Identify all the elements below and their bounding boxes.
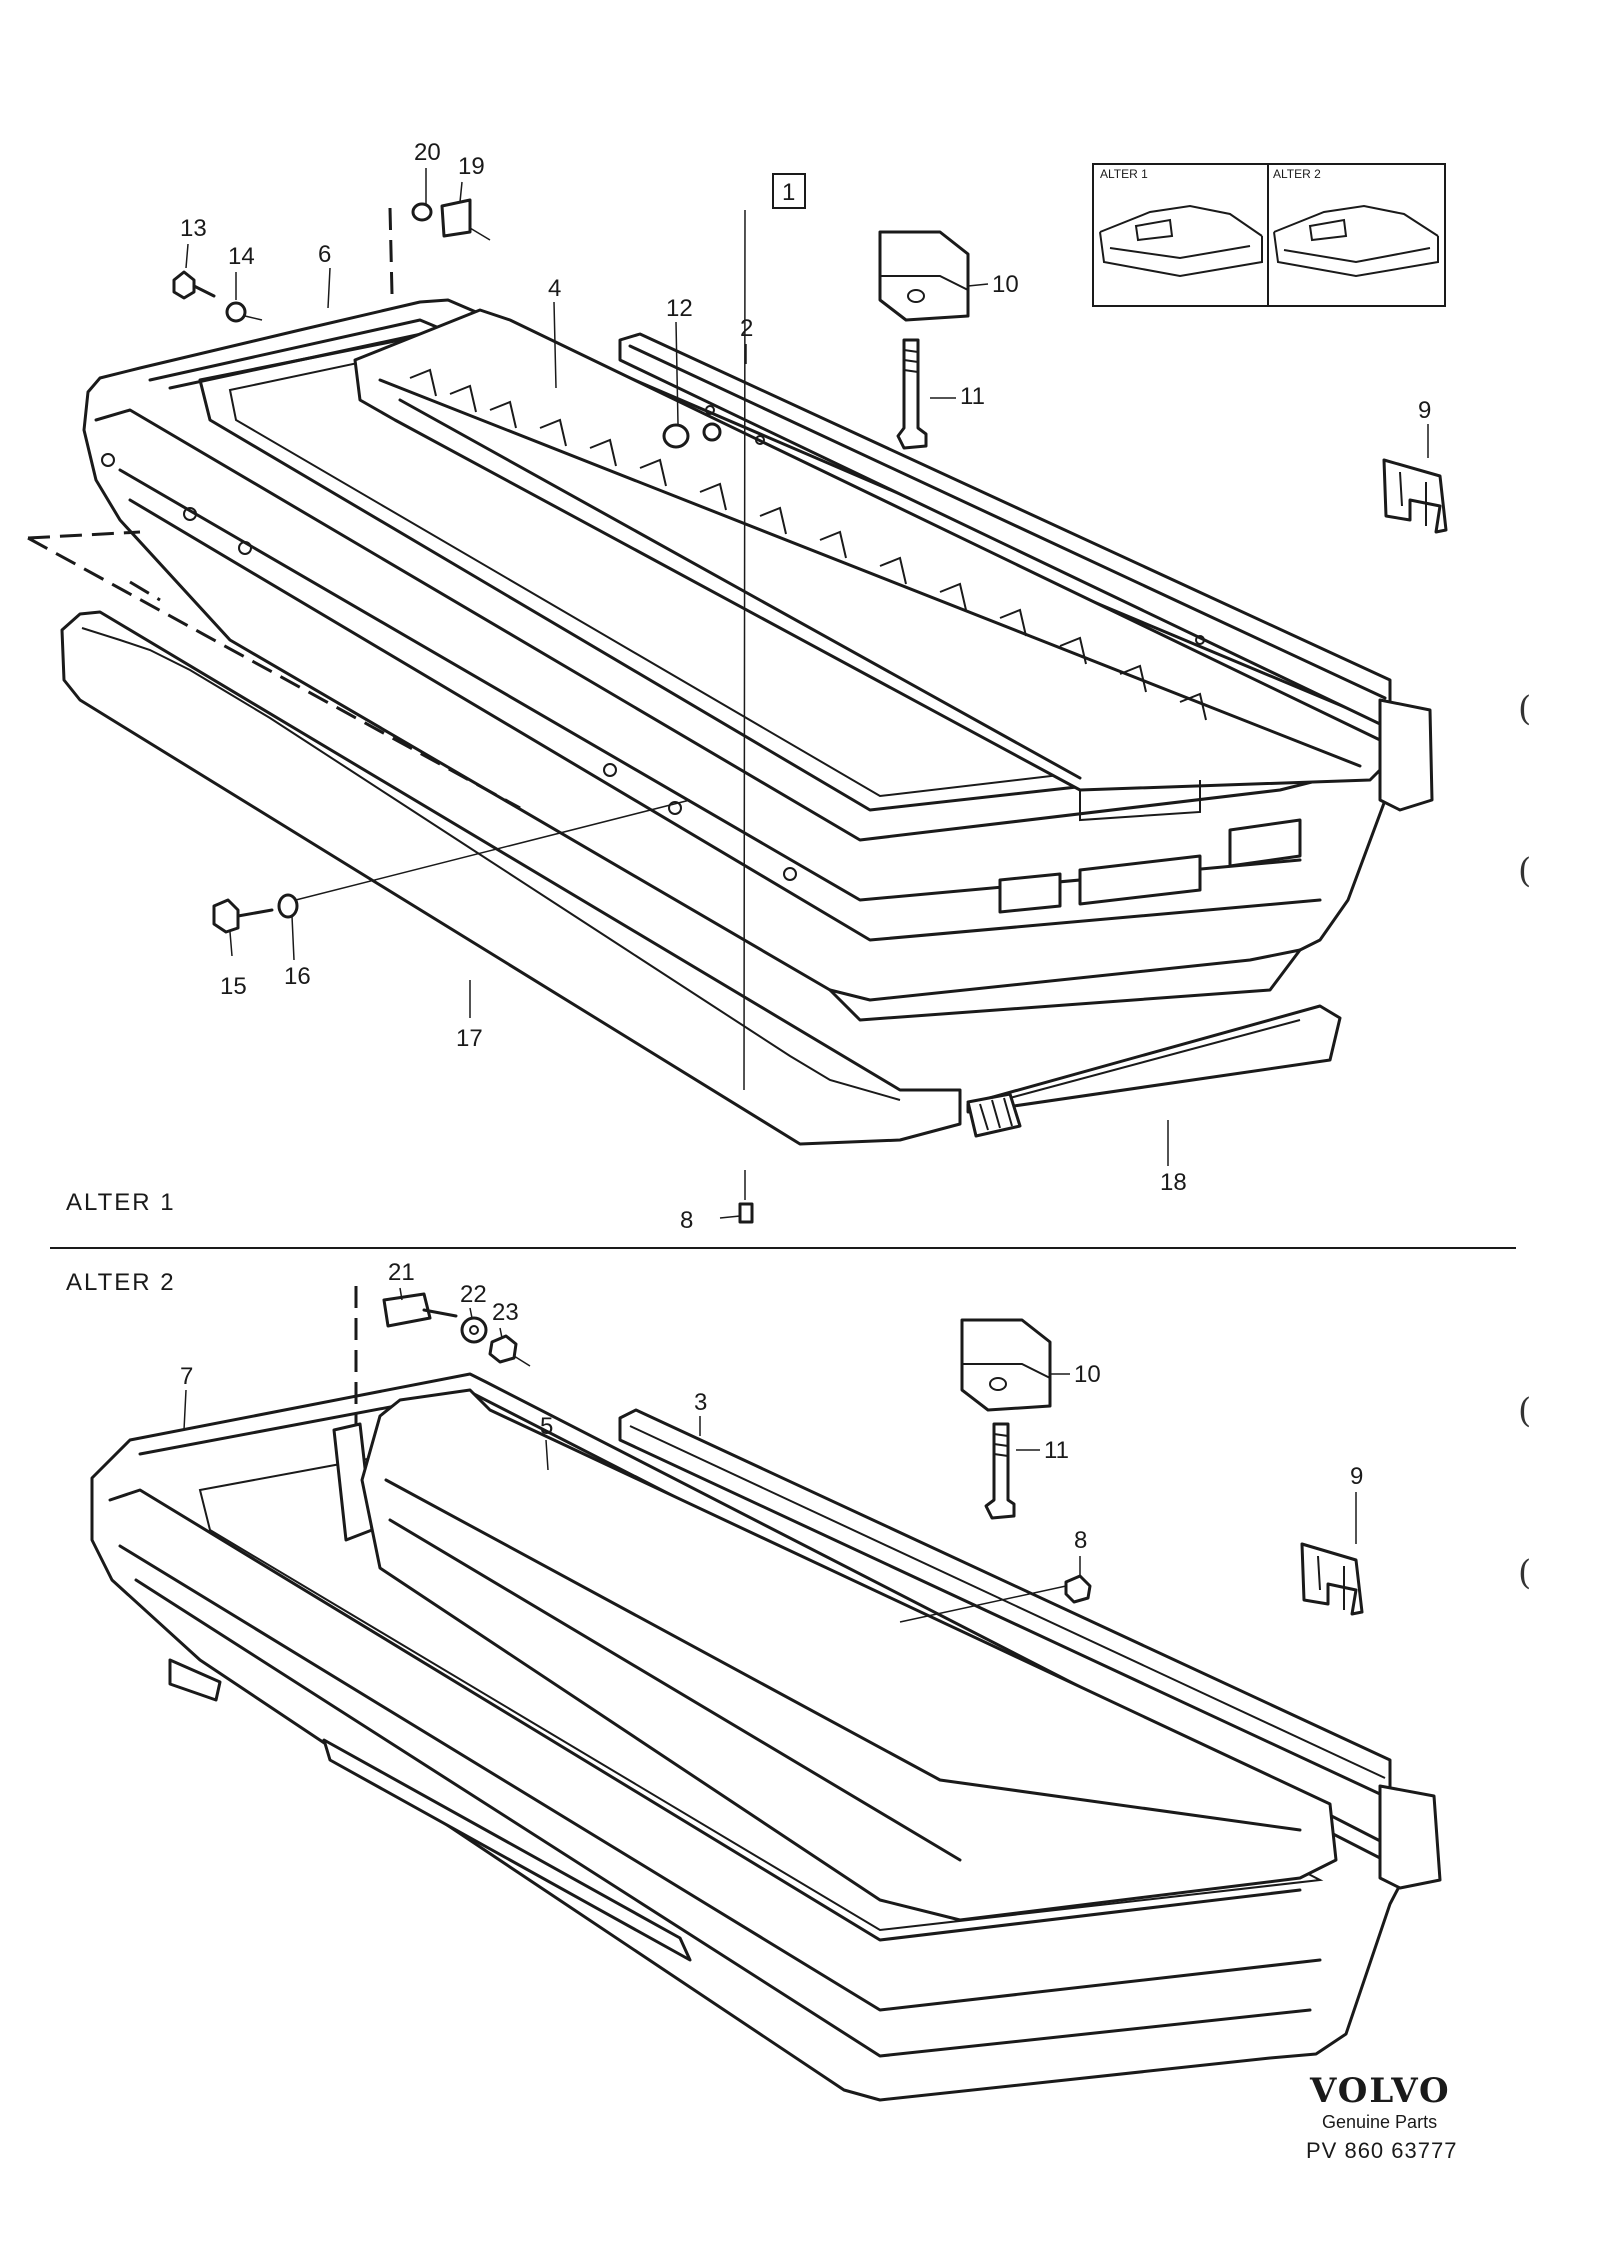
washer-20: [411, 202, 433, 222]
callout-19: 19: [458, 153, 485, 180]
callout-17: 17: [456, 1025, 483, 1052]
bolt-11b: [984, 1422, 1016, 1520]
callout-11a: 11: [960, 383, 985, 410]
clip-9b: [1300, 1542, 1364, 1616]
rail-2: [618, 332, 1434, 812]
callouts-alter1: 20 19 13 14 6 4 12 2 10 11 9 15 16 17 18…: [180, 139, 1431, 1234]
brand-tagline: Genuine Parts: [1322, 2112, 1437, 2132]
brand-logo: VOLVO: [1309, 2071, 1451, 2111]
alter1-assembly: 1 ALTER 1 ALTER 2: [27, 139, 1448, 1234]
washer-16: [277, 893, 299, 919]
callout-8a: 8: [680, 1207, 693, 1234]
section-label-alter1: ALTER 1: [66, 1189, 176, 1216]
callout-7: 7: [180, 1363, 193, 1390]
part-code: PV 860 63777: [1306, 2138, 1457, 2163]
svg-text:(: (: [1518, 1391, 1531, 1431]
bracket-10b: [960, 1318, 1052, 1412]
callout-16: 16: [284, 963, 311, 990]
callouts-alter2: 21 22 23 7 5 3 10 11 8 9: [180, 1259, 1363, 1576]
washer-22: [460, 1316, 488, 1344]
washer-14: [225, 301, 263, 323]
section-label-alter2: ALTER 2: [66, 1269, 176, 1296]
rail-3: [618, 1408, 1442, 1890]
clip-21: [382, 1292, 458, 1328]
fastener-13: [172, 270, 216, 300]
callout-11b: 11: [1044, 1437, 1069, 1464]
absorber-4: [353, 308, 1392, 822]
screw-8b: [1064, 1574, 1092, 1604]
inset-label-alter1: ALTER 1: [1100, 167, 1148, 181]
brand-block: VOLVO Genuine Parts PV 860 63777: [1306, 2071, 1457, 2163]
side-strip-18: [966, 1004, 1342, 1138]
box-label: 1: [782, 179, 795, 206]
inset-label-alter2: ALTER 2: [1273, 167, 1321, 181]
callout-10a: 10: [992, 271, 1019, 298]
nut-23: [488, 1334, 531, 1367]
svg-text:(: (: [1518, 689, 1531, 729]
screw-15: [212, 898, 274, 934]
absorber-5: [360, 1388, 1338, 1922]
lower-strip-17: [60, 610, 962, 1146]
callout-23: 23: [492, 1299, 519, 1326]
callout-5: 5: [540, 1413, 553, 1440]
nut-12: [662, 422, 722, 449]
callout-9a: 9: [1418, 397, 1431, 424]
callout-8b: 8: [1074, 1527, 1087, 1554]
callout-6: 6: [318, 241, 331, 268]
alter2-assembly: 21 22 23 7 5 3 10 11 8 9: [90, 1259, 1442, 2102]
section-box: [772, 173, 806, 209]
bolt-11a: [896, 338, 928, 450]
svg-text:(: (: [1518, 851, 1531, 891]
callout-10b: 10: [1074, 1361, 1101, 1388]
callout-12: 12: [666, 295, 693, 322]
callout-13: 13: [180, 215, 207, 242]
callout-22: 22: [460, 1281, 487, 1308]
callout-20: 20: [414, 139, 441, 166]
callout-2: 2: [740, 315, 753, 342]
screw-8a: [719, 1202, 754, 1224]
callout-18: 18: [1160, 1169, 1187, 1196]
margin-marks: ( ( ( (: [1518, 689, 1531, 1593]
callout-4: 4: [548, 275, 561, 302]
callout-15: 15: [220, 973, 247, 1000]
callout-3: 3: [694, 1389, 707, 1416]
inset-panel: ALTER 1 ALTER 2: [1092, 163, 1446, 307]
callout-9b: 9: [1350, 1463, 1363, 1490]
svg-text:(: (: [1518, 1553, 1531, 1593]
bracket-10a: [878, 230, 970, 322]
callout-14: 14: [228, 243, 255, 270]
clip-19: [440, 198, 491, 241]
callout-21: 21: [388, 1259, 415, 1286]
clip-9a: [1382, 458, 1448, 534]
